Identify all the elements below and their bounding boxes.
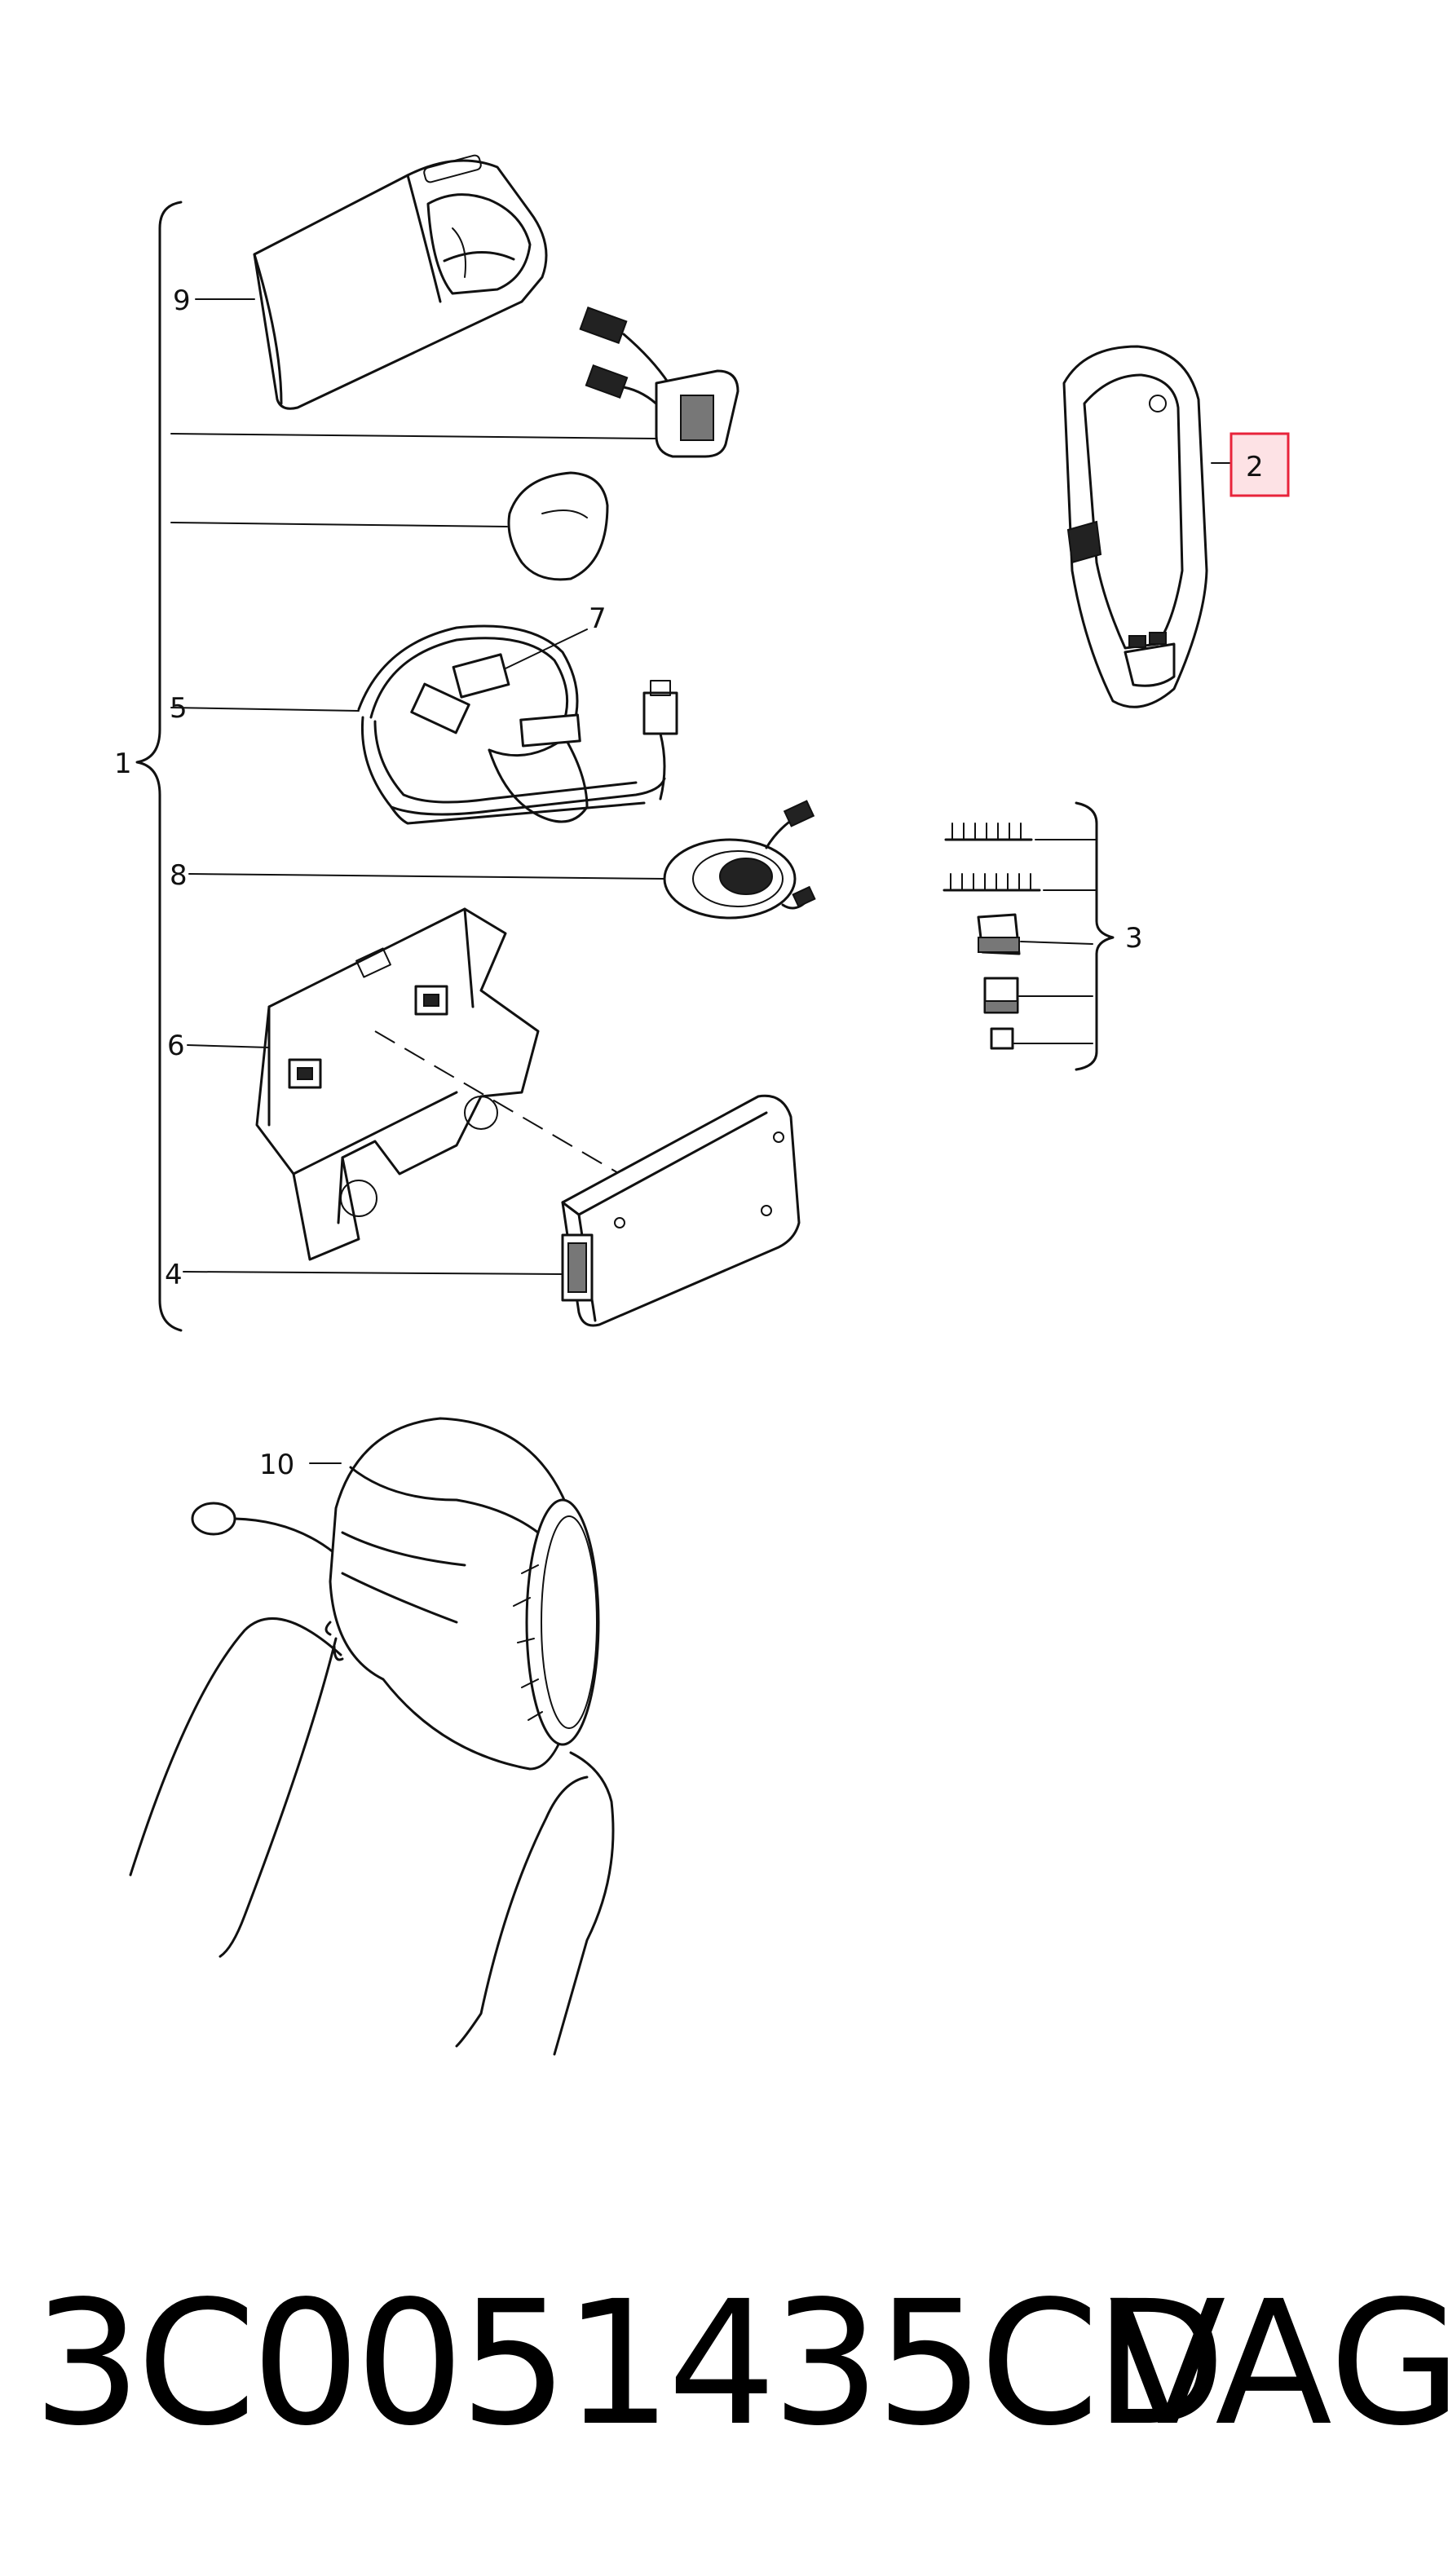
- part-number: 3C0051435CD: [33, 2264, 1226, 2464]
- part-8-microphone-cable: [663, 800, 816, 920]
- callout-5: 5: [170, 692, 188, 725]
- callout-2-highlight: 2: [1229, 432, 1290, 497]
- clip-strip-2: [943, 873, 1041, 892]
- group-3-bracket: [1075, 801, 1115, 1071]
- group-1-bracket: [135, 201, 183, 1332]
- callout-1: 1: [114, 748, 132, 780]
- callout-6: 6: [167, 1030, 185, 1062]
- part-3-clip-set: [943, 801, 1115, 1071]
- part-4-control-unit: [561, 1094, 801, 1327]
- brand-name: VAG: [1109, 2264, 1448, 2464]
- callout-7: 7: [589, 602, 607, 635]
- leader-8: [188, 873, 665, 880]
- part-9-console-cover: [253, 154, 548, 410]
- callout-3: 3: [1125, 922, 1143, 955]
- part-10-seat-microphone: [129, 1417, 615, 2056]
- part-6-mounting-bracket: [255, 907, 540, 1261]
- highlight-box: [1229, 432, 1290, 497]
- leader-cable-adapter: [170, 433, 657, 439]
- pad-small: [990, 1027, 1014, 1050]
- leader-7: [505, 629, 588, 669]
- part-cable-adapter: [579, 307, 739, 458]
- callout-4: 4: [165, 1259, 183, 1291]
- callout-2: 2: [1246, 451, 1264, 483]
- callout-8: 8: [170, 859, 188, 892]
- leader-4: [183, 1271, 563, 1275]
- leader-cap: [170, 522, 508, 527]
- part-2-phone-cradle: [1062, 345, 1208, 708]
- leader-5: [170, 707, 360, 712]
- callout-9: 9: [173, 285, 191, 317]
- assembly-line: [374, 1030, 620, 1175]
- leader-6: [187, 1044, 270, 1048]
- part-5-wiring-harness: [357, 624, 678, 825]
- callout-10: 10: [259, 1449, 294, 1481]
- part-cap: [507, 471, 609, 581]
- clip-strip-1: [944, 823, 1033, 841]
